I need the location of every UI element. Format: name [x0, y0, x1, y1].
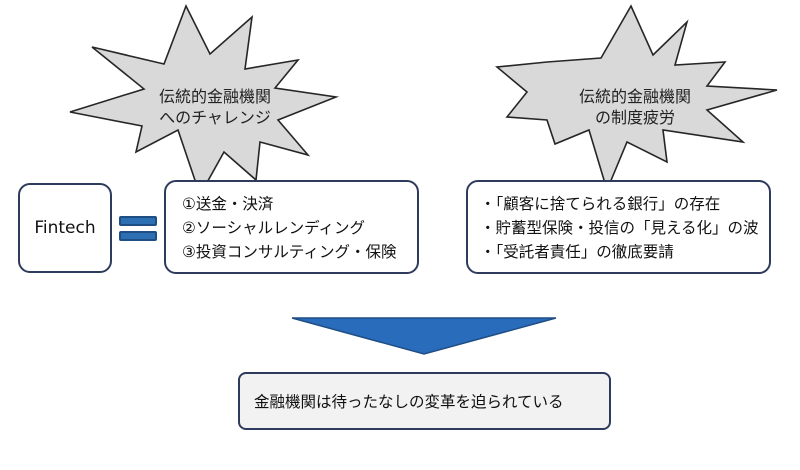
issues-box: ・「顧客に捨てられる銀行」の存在 ・貯蓄型保険・投信の「見える化」の波 ・「受託…	[466, 180, 771, 274]
challenge-burst-text: 伝統的金融機関 へのチャレンジ	[140, 86, 290, 128]
services-box: ①送金・決済 ②ソーシャルレンディング ③投資コンサルティング・保険	[164, 180, 419, 274]
fatigue-burst-line2: の制度疲労	[594, 108, 675, 127]
fatigue-burst-line1: 伝統的金融機関	[578, 87, 691, 106]
fintech-box: Fintech	[18, 183, 112, 273]
equals-bar-top	[119, 216, 157, 226]
equals-sign	[119, 216, 157, 242]
services-list: ①送金・決済 ②ソーシャルレンディング ③投資コンサルティング・保険	[182, 192, 417, 264]
issues-item: ・「受託者責任」の徹底要請	[480, 243, 674, 261]
fatigue-burst-shape	[495, 4, 778, 192]
conclusion-text: 金融機関は待ったなしの変革を迫られている	[254, 393, 564, 411]
challenge-burst-line2: へのチャレンジ	[159, 108, 271, 127]
down-arrow-shape	[291, 317, 557, 355]
down-arrow	[291, 317, 557, 355]
services-item: ②ソーシャルレンディング	[182, 219, 366, 237]
services-item: ①送金・決済	[182, 195, 274, 213]
challenge-burst	[69, 4, 340, 197]
challenge-burst-line1: 伝統的金融機関	[158, 87, 271, 106]
fintech-label: Fintech	[34, 218, 96, 238]
issues-list: ・「顧客に捨てられる銀行」の存在 ・貯蓄型保険・投信の「見える化」の波 ・「受託…	[480, 192, 769, 264]
issues-item: ・貯蓄型保険・投信の「見える化」の波	[480, 219, 759, 237]
fatigue-burst-text: 伝統的金融機関 の制度疲労	[560, 86, 710, 128]
equals-bar-bottom	[119, 231, 157, 241]
conclusion-box: 金融機関は待ったなしの変革を迫られている	[238, 372, 611, 430]
challenge-burst-shape	[69, 4, 340, 197]
issues-item: ・「顧客に捨てられる銀行」の存在	[480, 195, 721, 213]
services-item: ③投資コンサルティング・保険	[182, 243, 397, 261]
fatigue-burst	[495, 4, 778, 192]
